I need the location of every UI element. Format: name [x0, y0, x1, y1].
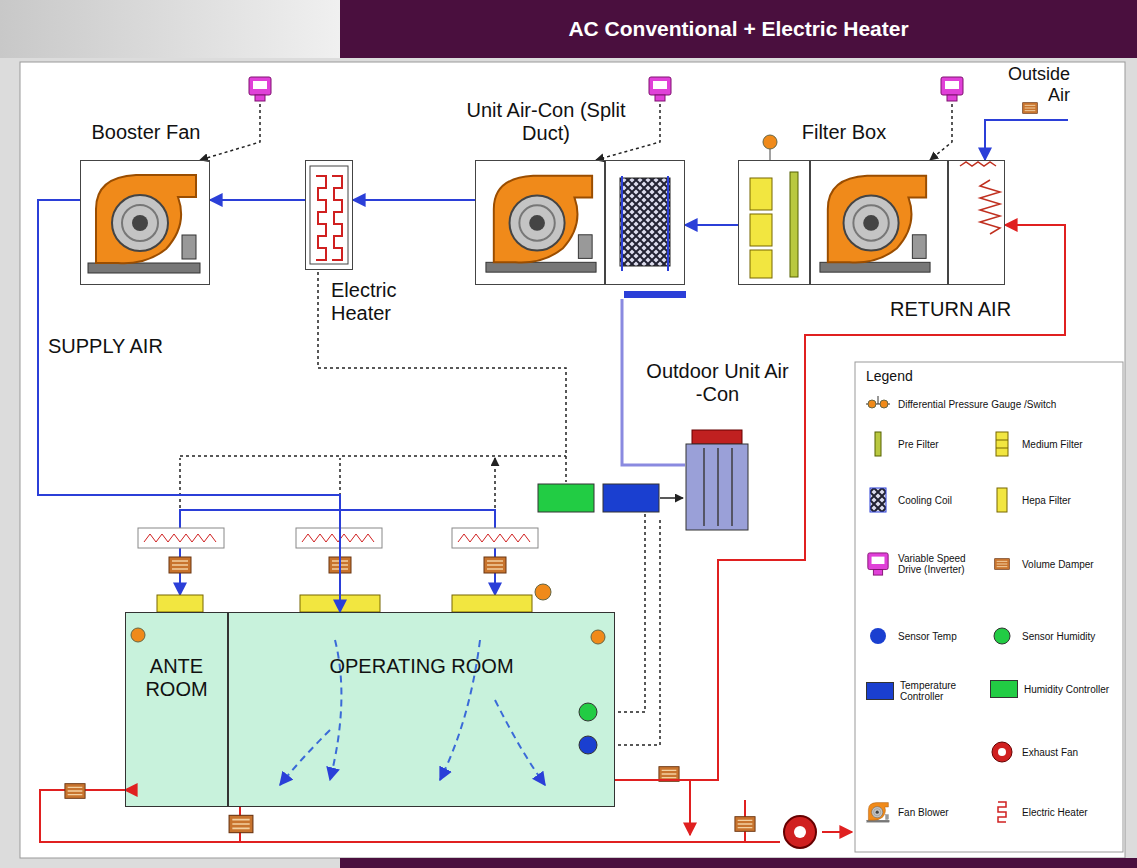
equipment-label: Booster Fan: [76, 121, 216, 144]
legend-text: Pre Filter: [898, 439, 939, 450]
equipment-box: Unit Air-Con (Split Duct): [475, 160, 685, 285]
legend-text: Cooling Coil: [898, 495, 952, 506]
legend-entry: Pre Filter: [866, 432, 976, 456]
title-band: AC Conventional + Electric Heater: [340, 0, 1137, 58]
legend-symbol: [866, 392, 892, 416]
legend-symbol: [990, 488, 1016, 512]
legend-symbol: [866, 624, 892, 648]
legend-text: Humidity Controller: [1024, 684, 1109, 695]
legend-entry: Hepa Filter: [990, 488, 1115, 512]
legend-title: Legend: [866, 368, 966, 384]
equipment-label: Filter Box: [779, 121, 909, 144]
legend-symbol: [866, 488, 892, 512]
legend-entry: Sensor Temp: [866, 624, 976, 648]
legend-entry: Cooling Coil: [866, 488, 976, 512]
room-box: ANTE ROOM: [125, 612, 228, 807]
air-duct-line: [353, 199, 475, 201]
equipment-box: Booster Fan: [80, 160, 210, 285]
legend-text: Variable Speed Drive (Inverter): [898, 553, 976, 575]
air-duct-line: [38, 200, 340, 612]
air-duct-line: [685, 224, 738, 226]
legend-entry: Medium Filter: [990, 432, 1115, 456]
equipment-box: Filter Box: [738, 160, 1005, 285]
room-box: OPERATING ROOM: [228, 612, 615, 807]
legend-text: Differential Pressure Gauge /Switch: [898, 399, 1056, 410]
legend-swatch: [990, 680, 1018, 698]
legend-entry: Fan Blower: [866, 800, 976, 824]
legend-symbol: [990, 800, 1016, 824]
legend-text: Medium Filter: [1022, 439, 1083, 450]
air-duct-line: [210, 199, 305, 201]
legend-entry: Humidity Controller: [990, 680, 1115, 698]
legend-symbol: [990, 432, 1016, 456]
legend-text: Sensor Humidity: [1022, 631, 1095, 642]
legend-entry: Differential Pressure Gauge /Switch: [866, 392, 1106, 416]
legend-symbol: [866, 552, 892, 576]
legend-symbol: [990, 624, 1016, 648]
edge-label: RETURN AIR: [888, 298, 1013, 321]
legend-swatch: [866, 682, 894, 700]
equipment-box: Electric Heater: [305, 160, 353, 270]
legend-entry: Temperature Controller: [866, 680, 984, 702]
inlet-label: Outside Air: [990, 64, 1070, 105]
diagram-title: AC Conventional + Electric Heater: [568, 17, 908, 41]
legend-symbol: [866, 800, 892, 824]
legend-text: Sensor Temp: [898, 631, 957, 642]
legend-text: Volume Damper: [1022, 559, 1094, 570]
legend-text: Electric Heater: [1022, 807, 1088, 818]
legend-text: Temperature Controller: [900, 680, 984, 702]
room-label: ANTE ROOM: [130, 655, 223, 701]
legend-entry: Exhaust Fan: [990, 740, 1115, 764]
equipment-label: Electric Heater: [331, 279, 421, 325]
legend-symbol: [990, 552, 1016, 576]
equipment-label: Unit Air-Con (Split Duct): [466, 99, 626, 145]
legend-text: Hepa Filter: [1022, 495, 1071, 506]
legend-entry: Volume Damper: [990, 552, 1115, 576]
equipment-box: Outdoor Unit Air -Con: [685, 440, 750, 530]
legend-text: Fan Blower: [898, 807, 949, 818]
legend-text: Exhaust Fan: [1022, 747, 1078, 758]
legend-symbol: [990, 740, 1016, 764]
room-label: OPERATING ROOM: [329, 655, 514, 678]
legend-symbol: [866, 432, 892, 456]
legend-entry: Sensor Humidity: [990, 624, 1115, 648]
legend-entry: Electric Heater: [990, 800, 1115, 824]
equipment-label: Outdoor Unit Air -Con: [645, 360, 790, 406]
edge-label: SUPPLY AIR: [46, 335, 165, 358]
air-duct-line: [615, 225, 1065, 780]
legend-entry: Variable Speed Drive (Inverter): [866, 552, 976, 576]
